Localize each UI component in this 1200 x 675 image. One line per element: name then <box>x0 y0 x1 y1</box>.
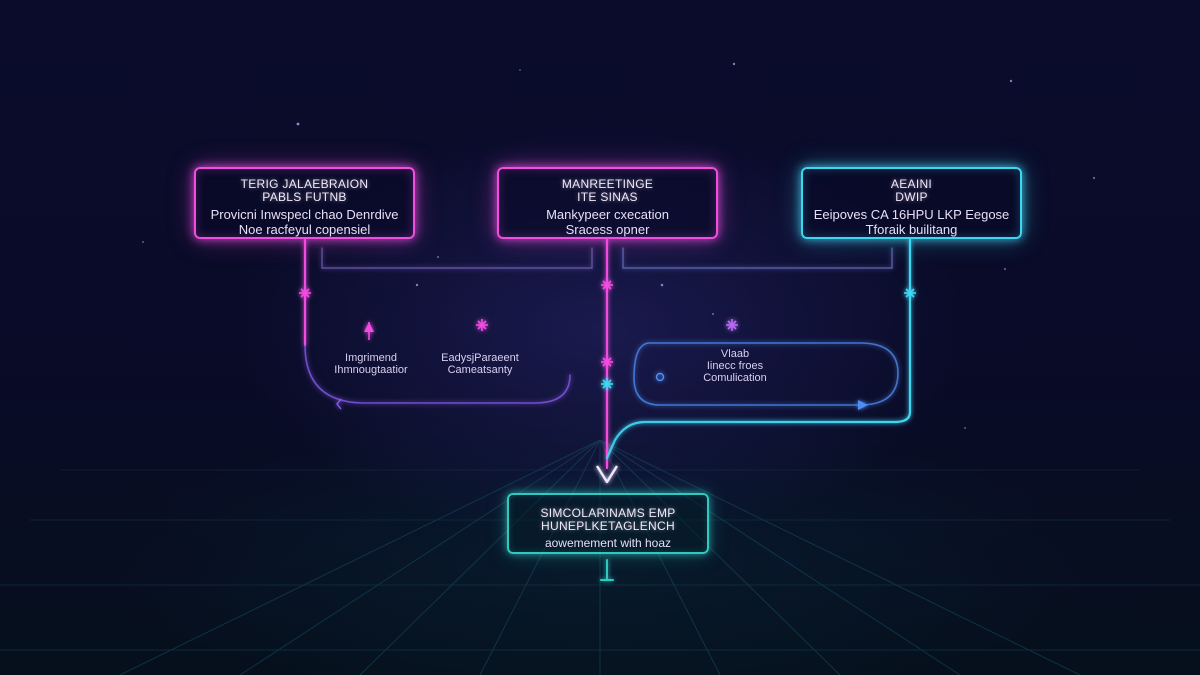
junction-node-center-mid <box>601 356 613 368</box>
edge-label-3-line-2: Iinecc froes <box>706 360 764 372</box>
node-left-subtitle-line-1: Provicni Inwspecl chao Denrdive <box>210 207 399 222</box>
junction-node-right <box>904 287 916 299</box>
node-left-title-line-1: TERIG JALAEBRAION <box>240 177 369 191</box>
junction-nodes <box>299 279 916 390</box>
node-right-subtitle-line-2: Tforaik builitang <box>865 222 958 237</box>
edge-label-2: EadysjParaeent Cameatsanty <box>420 352 540 376</box>
edge-label-1-line-1: Imgrimend <box>345 352 397 364</box>
junction-node-center-low <box>601 378 613 390</box>
node-left: TERIG JALAEBRAION PABLS FUTNB Provicni I… <box>194 167 415 239</box>
edge-label-3-line-1: Vlaab <box>720 348 750 360</box>
edge-label-3-line-3: Comulication <box>703 372 767 384</box>
node-center-subtitle-line-1: Mankypeer cxecation <box>546 207 669 222</box>
junction-node-left <box>299 287 311 299</box>
edge-label-1: Imgrimend Ihmnougtaatior <box>316 352 426 376</box>
floor-grid <box>0 439 1200 675</box>
edge-label-2-line-2: Cameatsanty <box>447 364 513 376</box>
junction-node-center-top <box>601 279 613 291</box>
edge-label-2-line-1: EadysjParaeent <box>441 352 519 364</box>
node-center-title-line-1: MANREETINGE <box>561 177 654 191</box>
node-bottom-title-line-1: SIMCOLARINAMS EMP <box>540 506 676 520</box>
node-center-title-line-2: ITE SINAS <box>577 190 638 204</box>
edge-label-3: Vlaab Iinecc froes Comulication <box>680 348 790 384</box>
junction-node-bus-left <box>476 319 488 331</box>
node-right: AEAINI DWIP Eeipoves CA 16HPU LKP Eegose… <box>801 167 1022 239</box>
node-left-title-line-2: PABLS FUTNB <box>262 190 347 204</box>
junction-node-bus-right <box>726 319 738 331</box>
node-right-subtitle-line-1: Eeipoves CA 16HPU LKP Eegose <box>813 207 1010 222</box>
node-right-title-line-2: DWIP <box>895 190 928 204</box>
edge-label-1-line-2: Ihmnougtaatior <box>334 364 408 376</box>
arrow-markers <box>336 322 868 484</box>
node-center-subtitle-line-2: Sracess opner <box>565 222 650 237</box>
node-bottom-subtitle-line-1: aowemement with hoaz <box>544 536 672 550</box>
node-center: MANREETINGE ITE SINAS Mankypeer cxecatio… <box>497 167 718 239</box>
node-right-title-line-1: AEAINI <box>890 177 933 191</box>
node-left-subtitle-line-2: Noe racfeyul copensiel <box>238 222 371 237</box>
star-field <box>142 62 1096 429</box>
node-bottom: SIMCOLARINAMS EMP HUNEPLKETAGLENCH aowem… <box>507 493 709 554</box>
node-bottom-title-line-2: HUNEPLKETAGLENCH <box>541 519 675 533</box>
